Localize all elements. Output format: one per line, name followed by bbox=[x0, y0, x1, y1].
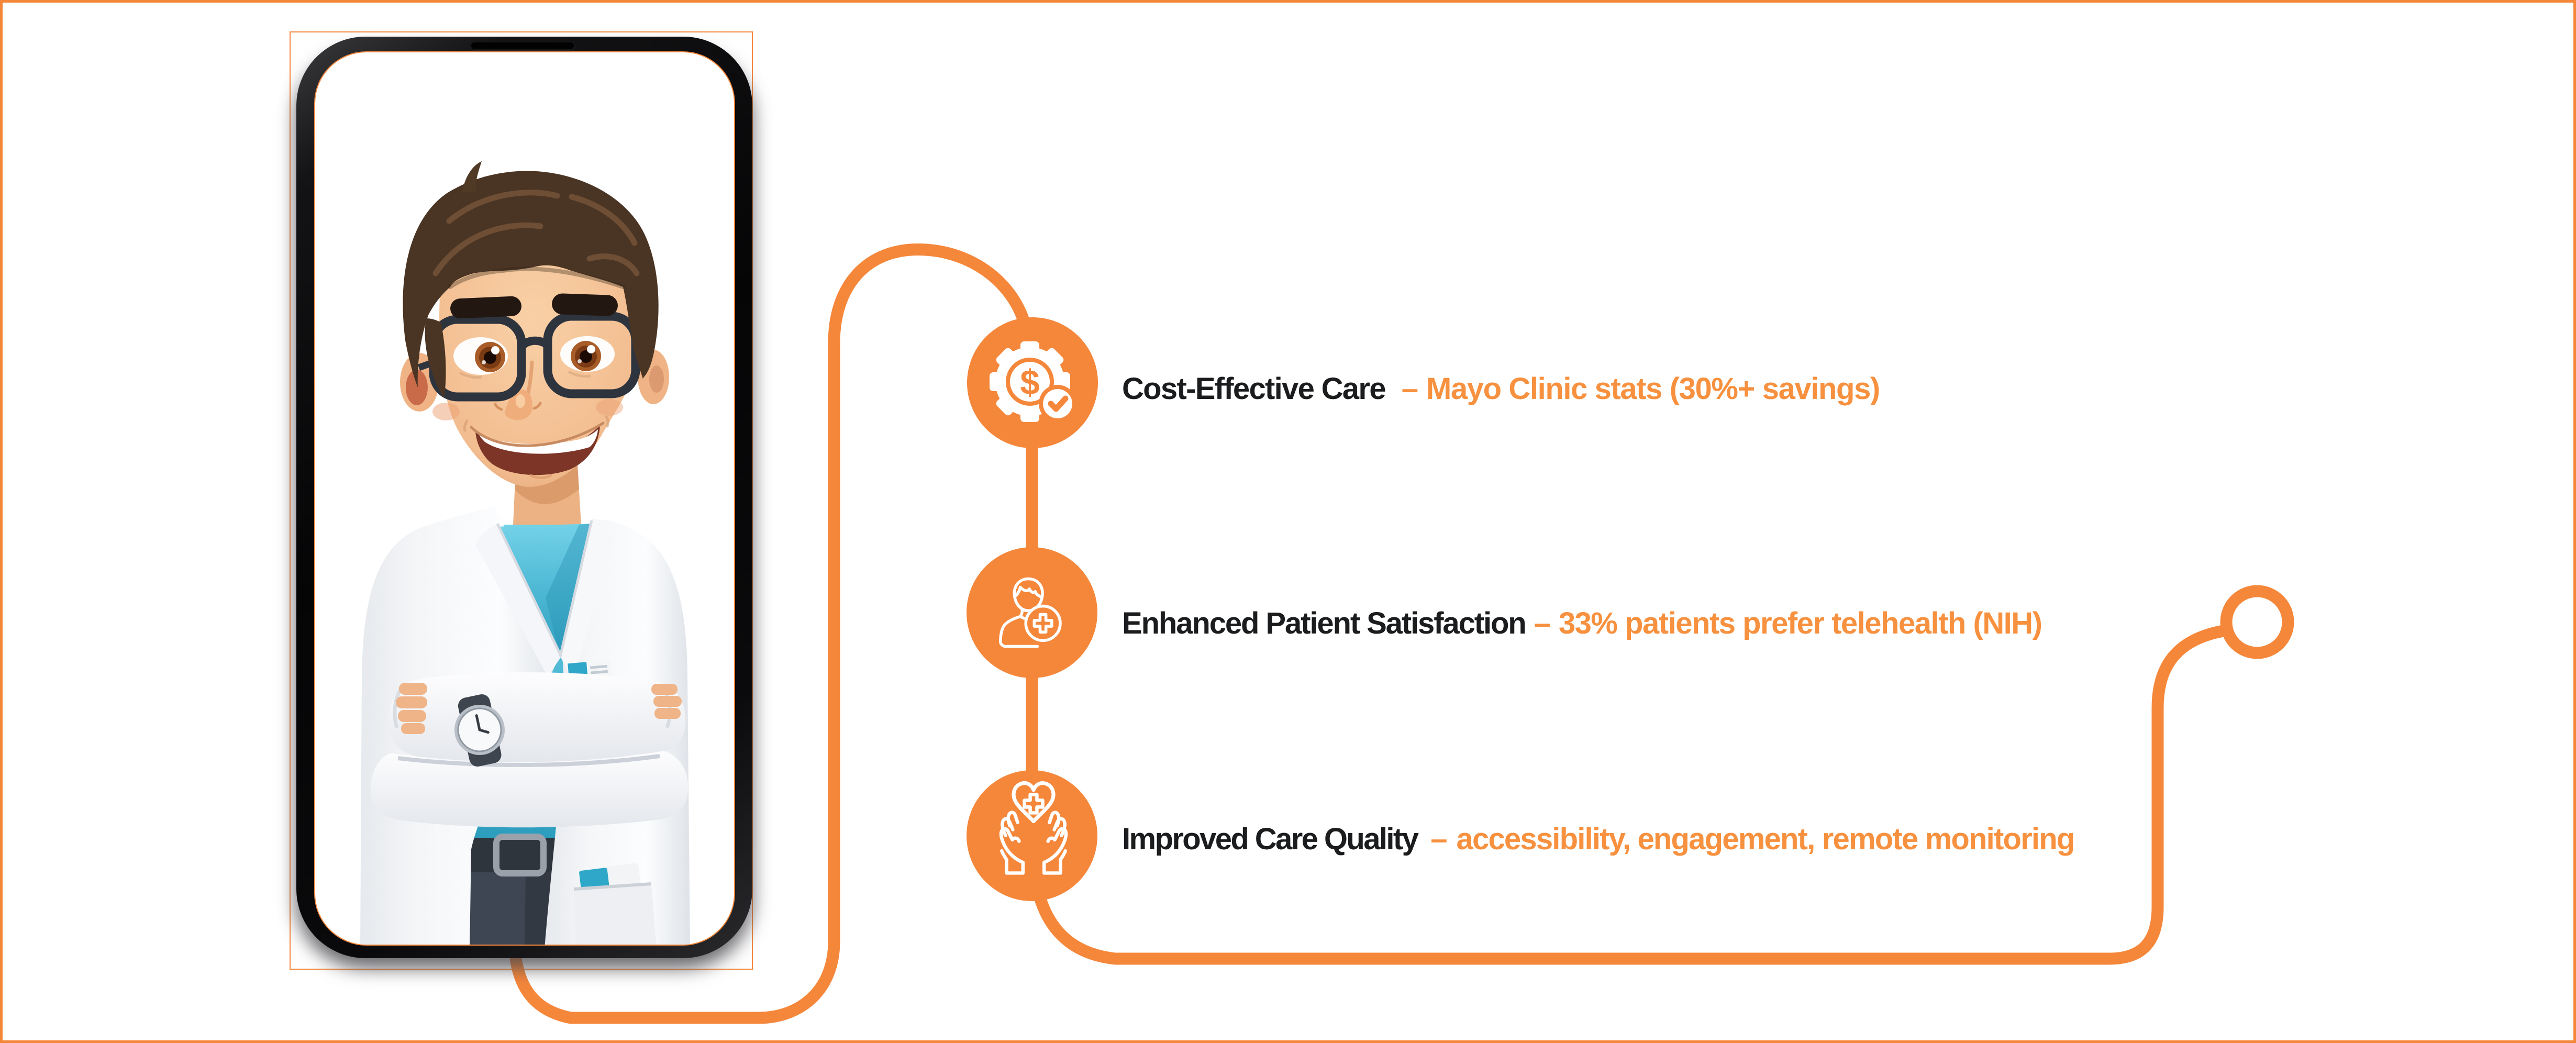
connector-end-ring bbox=[2220, 585, 2294, 659]
doctor-illustration bbox=[360, 161, 690, 945]
benefit-detail: 33% patients prefer telehealth (NIH) bbox=[1558, 606, 2042, 640]
hands-heart-cross-icon bbox=[967, 770, 1097, 901]
gear-dollar-check-icon: $ bbox=[967, 317, 1098, 448]
svg-text:$: $ bbox=[1020, 363, 1039, 402]
benefit-row-patient-satisfaction: Enhanced Patient Satisfaction–33% patien… bbox=[1122, 606, 2042, 640]
benefit-row-cost-effective-care: Cost-Effective Care–Mayo Clinic stats (3… bbox=[1122, 374, 1880, 404]
benefit-detail: accessibility, engagement, remote monito… bbox=[1456, 822, 2075, 856]
benefit-separator: – bbox=[1534, 606, 1551, 640]
benefit-separator: – bbox=[1401, 372, 1419, 406]
patient-plus-icon bbox=[967, 547, 1097, 678]
connector-line-right bbox=[1026, 624, 2227, 965]
speaker-grille-icon bbox=[470, 41, 575, 50]
phone-screen bbox=[314, 51, 735, 946]
benefit-title: Cost-Effective Care bbox=[1122, 372, 1386, 406]
benefit-detail: Mayo Clinic stats (30%+ savings) bbox=[1426, 372, 1880, 406]
benefit-separator: – bbox=[1430, 822, 1448, 856]
benefit-row-care-quality: Improved Care Quality–accessibility, eng… bbox=[1122, 822, 2075, 856]
benefit-title: Enhanced Patient Satisfaction bbox=[1122, 606, 1527, 640]
smartphone-mockup bbox=[296, 37, 752, 958]
connector-line bbox=[508, 243, 1031, 1024]
phone-image-frame bbox=[290, 31, 753, 970]
benefit-title: Improved Care Quality bbox=[1122, 822, 1419, 856]
